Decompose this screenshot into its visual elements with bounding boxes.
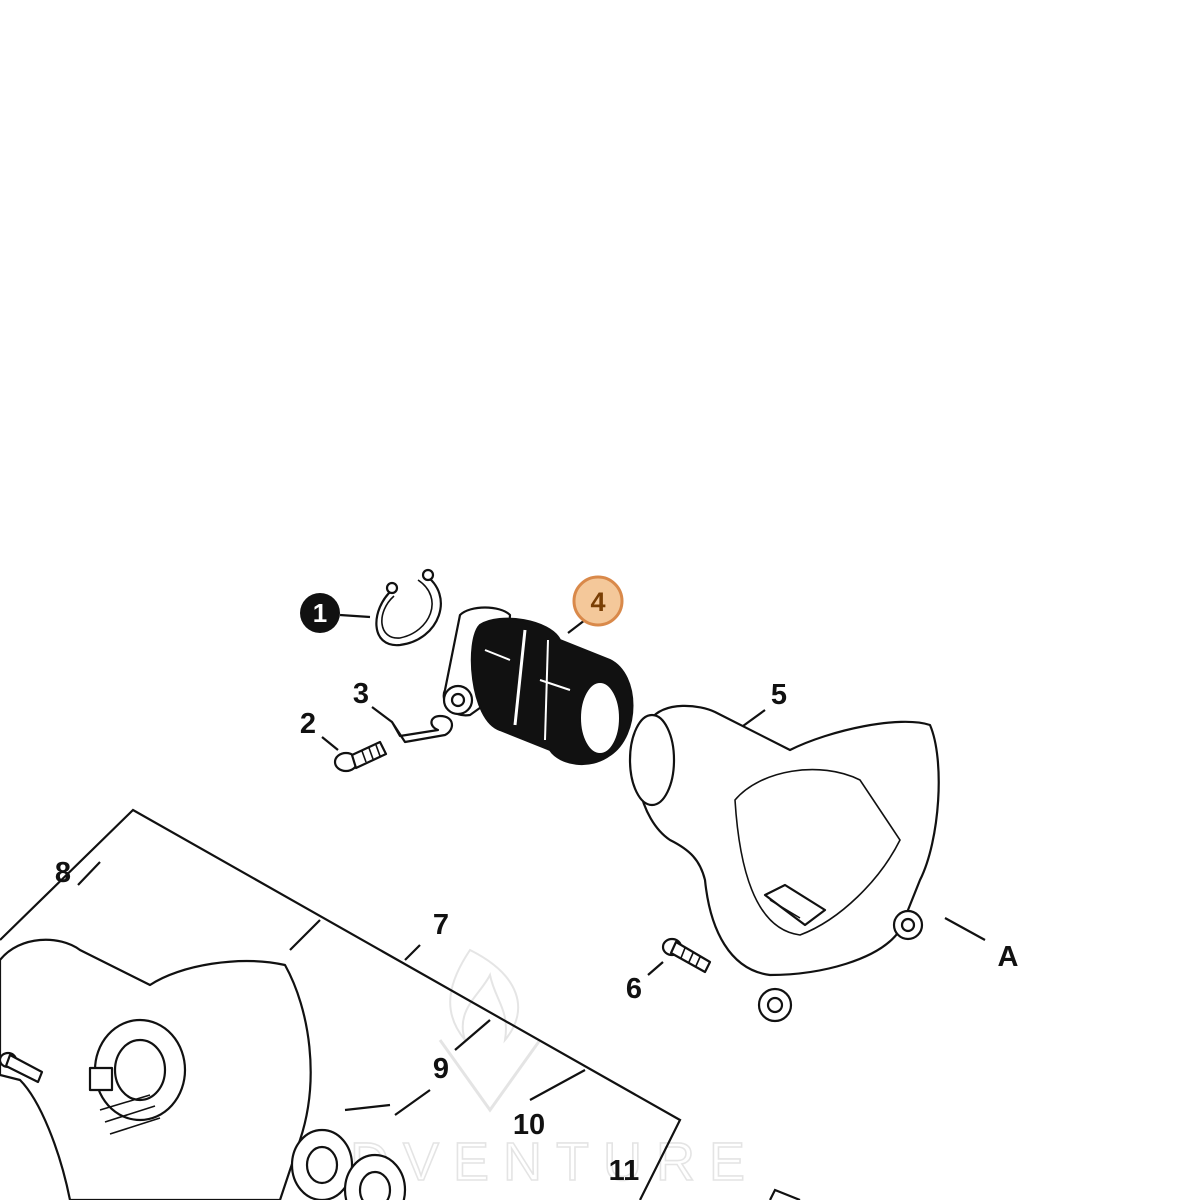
callout-11: 11 [609, 1155, 640, 1187]
watermark-flame-icon [449, 948, 520, 1044]
part-housing [628, 704, 940, 1023]
callout-10: 10 [513, 1109, 545, 1141]
callout-4-highlight [572, 575, 624, 627]
callout-6: 6 [626, 973, 642, 1005]
callout-2: 2 [300, 708, 316, 740]
part-clip [390, 714, 453, 744]
callout-A: A [998, 941, 1019, 973]
part-screw-6 [661, 937, 712, 974]
callout-1: 1 [300, 593, 340, 633]
part-screw-2 [333, 740, 388, 773]
callout-4: 4 [572, 575, 624, 627]
watermark-v-icon [438, 1039, 542, 1113]
callout-7: 7 [433, 909, 449, 941]
part-gear-housing [0, 938, 312, 1200]
assembly-brackets [0, 808, 801, 1200]
callout-label-4: 4 [590, 587, 605, 617]
part-circlip [375, 568, 442, 647]
callout-8: 8 [55, 857, 71, 889]
callout-5: 5 [771, 679, 787, 711]
part-screw-left [0, 1051, 44, 1084]
callout-3: 3 [353, 678, 369, 710]
leader-lines [77, 613, 986, 976]
callout-label-1: 1 [313, 598, 327, 628]
part-sleeve [442, 606, 634, 766]
callout-9: 9 [433, 1053, 449, 1085]
part-bearings [290, 1128, 407, 1200]
